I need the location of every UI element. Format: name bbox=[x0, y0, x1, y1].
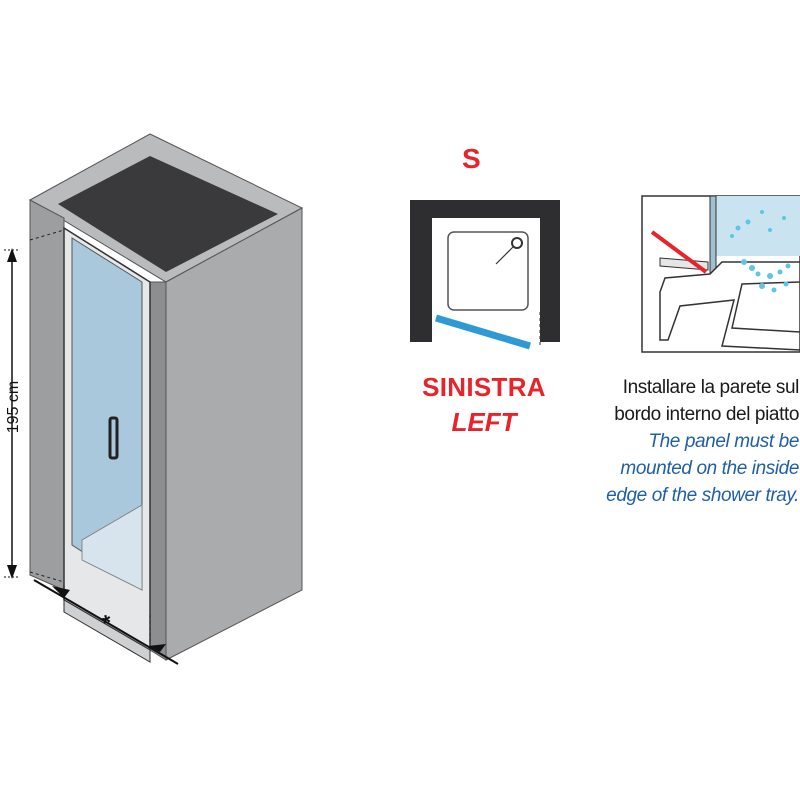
panel-line bbox=[435, 314, 531, 350]
side-label-english: LEFT bbox=[451, 407, 517, 437]
installation-note: Installare la parete sul bordo interno d… bbox=[583, 374, 799, 509]
tray-base bbox=[63, 599, 151, 663]
height-dimension-label: 195 cm bbox=[5, 380, 22, 434]
right-wall-front bbox=[165, 207, 303, 661]
left-wall-front bbox=[29, 199, 65, 591]
drain-icon bbox=[511, 237, 523, 249]
plan-view-left bbox=[410, 200, 560, 350]
side-label-italian: SINISTRA bbox=[422, 372, 546, 402]
shower-tray bbox=[81, 504, 143, 591]
water-drops bbox=[730, 210, 791, 293]
note-english-line-1: The panel must be bbox=[648, 431, 799, 452]
shower-enclosure-illustration bbox=[4, 133, 304, 665]
door-handle bbox=[108, 416, 119, 460]
side-letter: S bbox=[462, 143, 481, 174]
note-italian-line-1: Installare la parete sul bbox=[622, 377, 800, 398]
right-wall-edge bbox=[149, 281, 167, 661]
width-arrow bbox=[33, 579, 179, 665]
wall-cavity bbox=[58, 156, 278, 272]
red-arrow bbox=[650, 230, 708, 274]
tray-profile bbox=[659, 261, 800, 351]
note-italian-line-2: bordo interno del piatto bbox=[614, 404, 799, 425]
note-english-line-3: edge of the shower tray. bbox=[606, 485, 799, 506]
mounting-detail bbox=[641, 195, 800, 353]
note-english-line-2: mounted on the inside bbox=[620, 458, 799, 479]
